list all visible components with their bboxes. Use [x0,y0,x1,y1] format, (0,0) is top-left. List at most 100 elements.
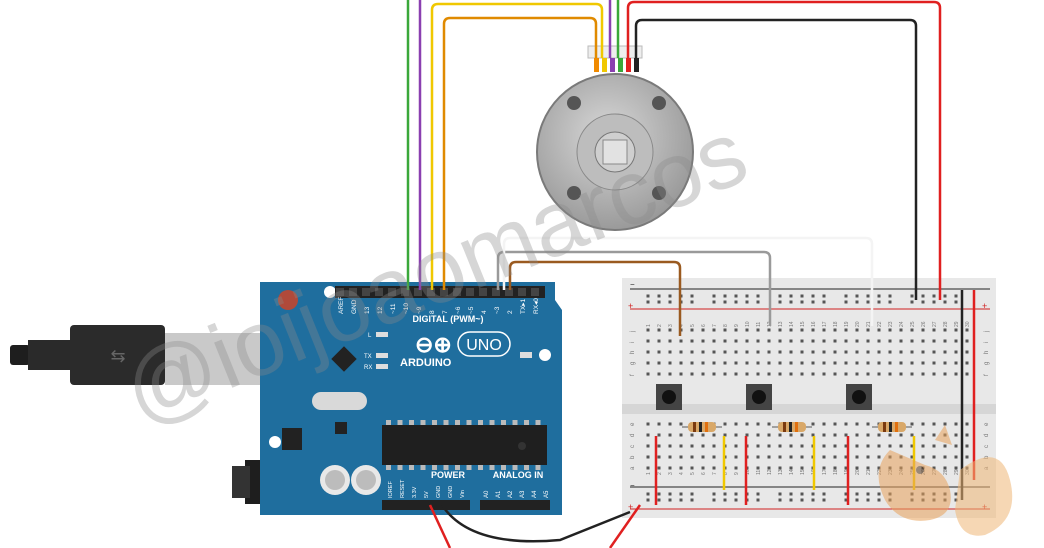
column-number: 6 [701,472,707,475]
row-letter: g [984,362,990,365]
power-pin-label: RESET [400,479,406,498]
column-number: 2 [657,472,663,475]
column-number: 28 [943,469,949,475]
column-number: 3 [668,472,674,475]
rail-plus-bottom: + [628,502,633,512]
column-number: 10 [745,321,751,327]
power-pin-label: 5V [424,491,430,498]
digital-pin-label: ~3 [494,306,501,314]
microcontroller-chip [386,420,541,470]
digital-pin-label: 2 [507,310,514,314]
column-number: 14 [789,469,795,475]
column-number: 3 [668,324,674,327]
column-number: 8 [723,472,729,475]
column-number: 1 [646,324,652,327]
rx-label: RX [364,365,372,371]
column-number: 27 [932,321,938,327]
analog-pin-label: A4 [532,490,538,498]
on-label: ON [540,353,551,360]
column-number: 30 [965,321,971,327]
column-number: 13 [778,321,784,327]
analog-pin-label: A3 [520,490,526,498]
analog-pin-label: A0 [484,490,490,498]
column-number: 7 [712,472,718,475]
power-pin-label: GND [436,486,442,498]
row-letter: b [984,455,990,459]
column-number: 5 [690,324,696,327]
model-label: UNO [466,337,502,354]
column-number: 7 [712,324,718,327]
row-letter: c [984,445,990,448]
motor-encoder [536,45,694,231]
column-number: 18 [833,469,839,475]
analog-pin-label: A5 [544,490,550,498]
column-number: 26 [921,321,927,327]
row-letter: a [630,466,636,470]
rail-plus-top-right: + [982,301,987,311]
power-pin-label: IOREF [388,481,394,498]
power-pin-label: 3.3V [412,486,418,498]
brand-label: ARDUINO [400,357,452,369]
column-number: 16 [811,321,817,327]
row-letter: e [630,422,636,426]
power-pin-label: GND [448,486,454,498]
column-number: 29 [954,469,960,475]
row-letter: f [630,374,636,376]
column-number: 22 [877,321,883,327]
rail-minus-top: − [630,280,635,289]
push-button-3 [846,384,872,410]
resistor-1 [682,422,722,432]
digital-pin-label: ~11 [390,303,397,314]
column-number: 21 [866,469,872,475]
column-number: 1 [646,472,652,475]
push-button-2 [746,384,772,410]
column-number: 4 [679,324,685,327]
digital-pin-label: ~6 [455,306,462,314]
digital-pin-label: ~5 [468,306,475,314]
column-number: 14 [789,321,795,327]
power-header-label: POWER [431,470,466,480]
row-letter: j [630,331,636,333]
column-number: 2 [657,324,663,327]
row-letter: b [630,455,636,459]
column-number: 24 [899,321,905,327]
row-letter: j [984,331,990,333]
push-button-1 [656,384,682,410]
column-number: 20 [855,321,861,327]
tx-label: TX [364,354,372,360]
row-letter: i [630,342,636,343]
column-number: 9 [734,472,740,475]
column-number: 18 [833,321,839,327]
row-letter: e [984,422,990,426]
column-number: 13 [778,469,784,475]
wires [406,0,976,548]
column-number: 4 [679,472,685,475]
svg-text:⇆: ⇆ [110,346,125,366]
column-number: 28 [943,321,949,327]
column-number: 20 [855,469,861,475]
column-number: 5 [690,472,696,475]
usb-cable: ⇆ [10,325,265,385]
column-number: 21 [866,321,872,327]
digital-pin-label: RX◂0 [533,298,540,314]
column-number: 11 [756,322,762,327]
column-number: 23 [888,321,894,327]
digital-pin-label: 8 [429,310,436,314]
column-number: 12 [767,469,773,475]
column-number: 8 [723,324,729,327]
column-number: 10 [745,469,751,475]
column-number: 9 [734,324,740,327]
rail-plus-top: + [628,301,633,311]
row-letter: i [984,342,990,343]
digital-header-label: DIGITAL (PWM~) [413,314,484,324]
row-letter: g [630,362,636,365]
row-letter: c [630,445,636,448]
row-letter: h [630,351,636,354]
row-letter: h [984,351,990,354]
digital-pin-label: ~10 [403,303,410,314]
